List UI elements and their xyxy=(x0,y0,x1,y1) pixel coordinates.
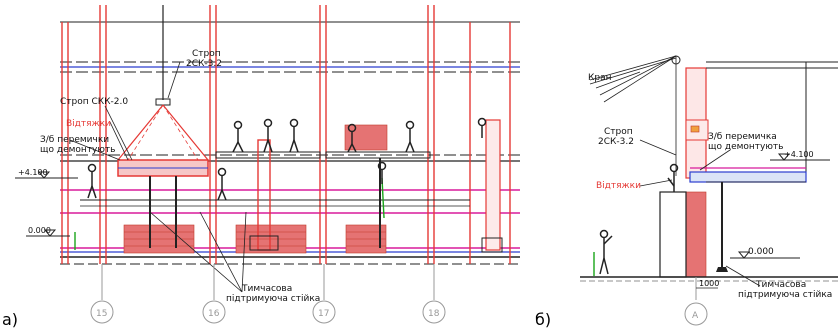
part-a-label: а) xyxy=(2,310,18,329)
support-label-a-line2: підтримуюча стійка xyxy=(226,294,320,304)
level-upper-b: +4.100 xyxy=(784,150,814,159)
sling-top-model: 2СК-3.2 xyxy=(186,59,222,69)
guy-ropes-label-a: Відтяжки xyxy=(66,119,111,129)
part-b-label: б) xyxy=(535,310,551,329)
sling-left-label: Строп СКК-2.0 xyxy=(60,97,128,107)
sling-model-b: 2СК-3.2 xyxy=(598,137,634,147)
lintel-label-a-line1: З/б перемички xyxy=(40,135,109,145)
dimension-label: 1000 xyxy=(699,279,719,288)
level-zero-b: 0.000 xyxy=(748,247,774,257)
level-upper-a: +4.100 xyxy=(18,168,48,177)
support-label-b-line2: підтримуюча стійка xyxy=(738,290,832,300)
part-a-drawing xyxy=(15,5,520,324)
axis-label-15: 15 xyxy=(96,309,107,319)
support-label-a-line1: Тимчасова xyxy=(241,284,292,294)
lintel-label-b-line2: що демонтують xyxy=(708,142,783,152)
part-b-drawing xyxy=(580,55,838,326)
sling-label-b: Строп xyxy=(604,127,633,137)
sling-top-label: Строп xyxy=(192,49,221,59)
axis-label-16: 16 xyxy=(208,309,220,319)
level-zero-a: 0.000 xyxy=(28,226,51,235)
lintel-label-b-line1: З/б перемичка xyxy=(708,132,777,142)
lintel-label-a-line2: що демонтують xyxy=(40,145,115,155)
axis-label-a: А xyxy=(692,311,699,321)
axis-label-17: 17 xyxy=(318,309,329,319)
guy-ropes-label-b: Відтяжки xyxy=(596,181,641,191)
support-label-b-line1: Тимчасова xyxy=(755,280,806,290)
axis-label-18: 18 xyxy=(428,309,440,319)
crane-label: Кран xyxy=(588,73,612,83)
